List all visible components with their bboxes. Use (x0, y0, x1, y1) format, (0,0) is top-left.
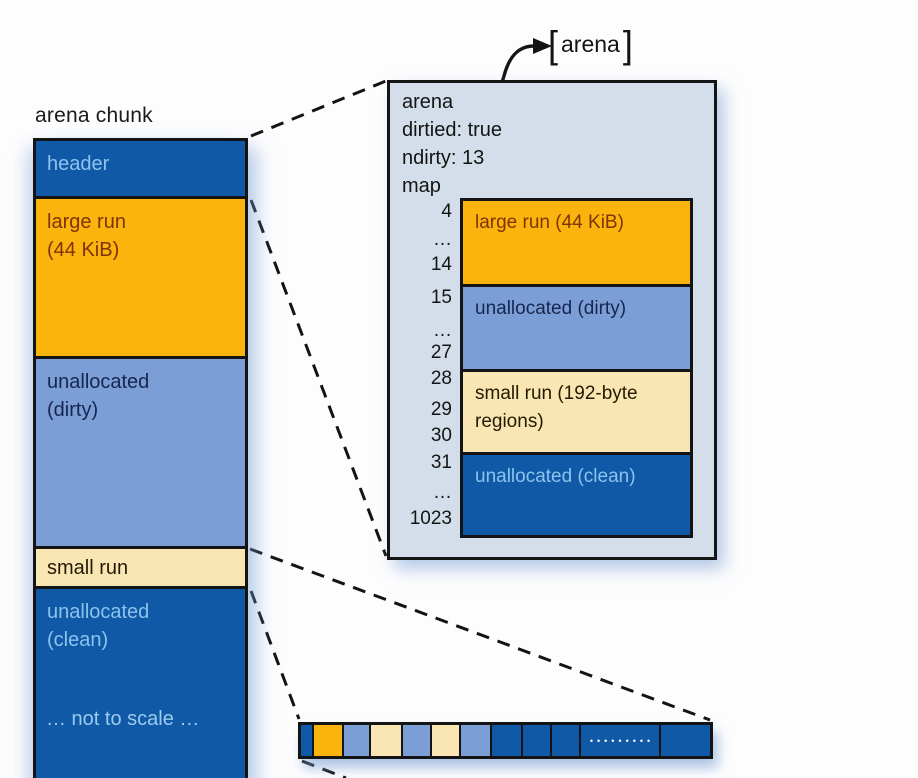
map-block-small-run-regions: (192-byte regions) (475, 383, 638, 432)
map-index: 1023 (409, 508, 452, 529)
arena-reference-label: [ arena ] (548, 22, 633, 68)
arena-chunk-column: header large run (44 KiB) unallocated (d… (33, 138, 248, 778)
map-index: … (433, 320, 452, 341)
chunk-block-unallocated-dirty: unallocated (dirty) (36, 356, 245, 546)
map-block-unallocated-dirty-state: (dirty) (577, 298, 627, 319)
strip-cell-clean (659, 725, 710, 756)
map-block-large-run-label: large run (475, 212, 550, 233)
field-dirtied: dirtied: true (402, 119, 503, 141)
strip-cell-clean (521, 725, 550, 756)
to-scale-strip: ••••••••• (298, 722, 713, 759)
map-block-small-run-label: small run (475, 383, 553, 404)
strip-cell-unallocated (401, 725, 430, 756)
dashed-connector-strip-right (249, 547, 711, 722)
map-block-unallocated-dirty: unallocated (dirty) (463, 284, 690, 369)
map-index: 31 (430, 452, 452, 473)
strip-cell-clean (550, 725, 579, 756)
map-block-small-run: small run (192-byte regions) (463, 369, 690, 452)
chunk-block-unallocated-clean: unallocated (clean) … not to scale … (36, 586, 245, 778)
field-ndirty: ndirty: 13 (402, 147, 485, 169)
strip-cell-small-run (369, 725, 401, 756)
field-map: map (402, 175, 441, 197)
map-index: … (433, 229, 452, 250)
map-index: 14 (430, 254, 452, 275)
map-block-large-run-size: (44 KiB) (555, 212, 624, 233)
chunk-block-header: header (36, 141, 245, 196)
chunk-block-small-run-label: small run (47, 557, 129, 579)
chunk-block-unallocated-clean-label: unallocated (47, 601, 150, 623)
strip-cell-clean (490, 725, 521, 756)
dashed-connector-header-bottom (249, 199, 388, 557)
chunk-header-detail-box: arena dirtied: true ndirty: 13 map 4 … 1… (387, 80, 717, 560)
map-block-unallocated-dirty-label: unallocated (475, 298, 573, 319)
chunk-block-unallocated-dirty-state: (dirty) (47, 399, 99, 421)
map-index: 29 (430, 399, 452, 420)
chunk-block-large-run: large run (44 KiB) (36, 196, 245, 356)
strip-cell-unallocated (342, 725, 369, 756)
map-index: 15 (430, 287, 452, 308)
dashed-connector-strip-below (301, 759, 347, 778)
map-index: 30 (430, 425, 452, 446)
chunk-block-large-run-label: large run (47, 211, 126, 233)
map-block-unallocated-clean-label: unallocated (475, 466, 573, 487)
not-to-scale-note: … not to scale … (46, 708, 200, 730)
strip-cell-large-run (312, 725, 342, 756)
chunk-block-unallocated-dirty-label: unallocated (47, 371, 150, 393)
map-block-unallocated-clean: unallocated (clean) (463, 452, 690, 535)
chunk-block-small-run: small run (36, 546, 245, 586)
bracket-right: ] (622, 22, 633, 66)
map-index: … (433, 482, 452, 503)
bracket-left: [ (548, 22, 559, 66)
dashed-connector-header-top (250, 79, 387, 138)
chunk-block-unallocated-clean-state: (clean) (47, 629, 109, 651)
chunk-block-large-run-size: (44 KiB) (47, 239, 120, 261)
strip-cell-header (301, 725, 312, 756)
map-block-large-run: large run (44 KiB) (463, 201, 690, 284)
arena-reference-text: arena (561, 30, 620, 57)
strip-cell-ellipsis: ••••••••• (579, 725, 659, 756)
map-index: 28 (430, 368, 452, 389)
arena-chunk-title: arena chunk (35, 104, 153, 127)
detail-fields: arena dirtied: true ndirty: 13 map (402, 88, 502, 200)
strip-cell-small-run (430, 725, 459, 756)
field-arena: arena (402, 91, 454, 113)
strip-cell-unallocated (459, 725, 490, 756)
map-index: 27 (430, 342, 452, 363)
map-index: 4 (441, 201, 452, 222)
map-block-unallocated-clean-state: (clean) (577, 466, 636, 487)
map-index-column: 4 … 14 15 … 27 28 29 30 31 … 1023 (390, 83, 452, 557)
chunk-block-header-label: header (47, 153, 110, 175)
map-block-column: large run (44 KiB) unallocated (dirty) s… (460, 198, 693, 538)
dashed-connector-strip-left (249, 590, 301, 720)
